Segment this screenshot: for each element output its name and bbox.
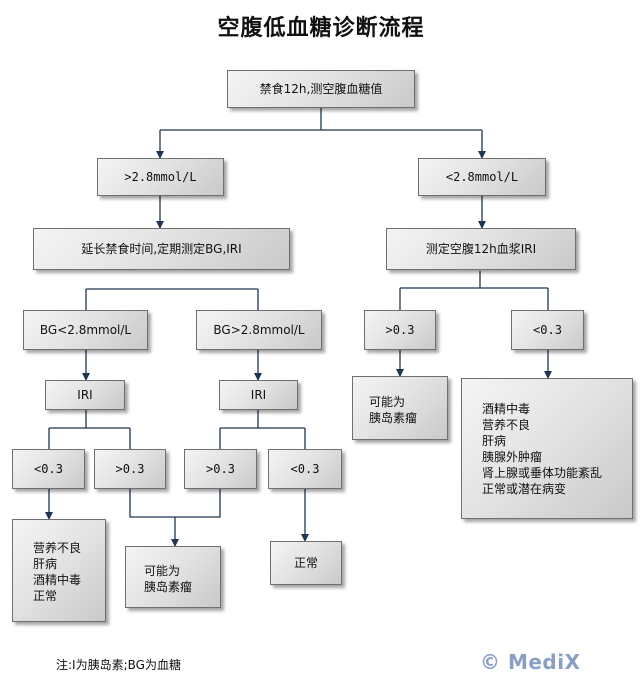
footnote: 注:I为胰岛素;BG为血糖 [56, 658, 181, 672]
box-fasting-test: 禁食12h,测空腹血糖值 [227, 70, 415, 108]
medix-logo: © MediX [480, 650, 581, 674]
edge-iri-left-split [49, 410, 130, 429]
box-rr-lt-0-3: <0.3 [268, 449, 342, 489]
edge-iri-right-split [220, 410, 305, 429]
box-normal: 正常 [270, 541, 342, 585]
box-ll-causes: 营养不良 肝病 酒精中毒 正常 [12, 519, 106, 622]
box-r-lt-0-3: <0.3 [511, 310, 584, 350]
box-iri-right: IRI [219, 380, 298, 410]
edge-merge-insulinoma [129, 489, 221, 546]
box-right-lt-2-8: <2.8mmol/L [418, 158, 546, 196]
box-iri-left: IRI [45, 380, 125, 410]
box-rl-gt-0-3: >0.3 [184, 449, 257, 489]
box-mid-insulinoma: 可能为 胰岛素瘤 [125, 546, 221, 608]
box-extend-fasting: 延长禁食时间,定期测定BG,IRI [33, 228, 290, 270]
box-ll-lt-0-3: <0.3 [12, 449, 85, 489]
edge-measure-split [400, 271, 548, 289]
box-measure-iri: 测定空腹12h血浆IRI [386, 228, 576, 270]
diagram-title: 空腹低血糖诊断流程 [217, 15, 425, 41]
box-r-causes: 酒精中毒 营养不良 肝病 胰腺外肿瘤 肾上腺或垂体功能紊乱 正常或潜在病变 [461, 378, 633, 519]
box-left-gt-2-8: >2.8mmol/L [97, 158, 224, 196]
box-r-gt-0-3: >0.3 [364, 310, 436, 350]
box-r-insulinoma: 可能为 胰岛素瘤 [352, 376, 448, 440]
box-bg-lt-2-8: BG<2.8mmol/L [23, 310, 148, 350]
box-lr-gt-0-3: >0.3 [94, 449, 166, 489]
edge-root-split [160, 108, 482, 131]
box-bg-gt-2-8: BG>2.8mmol/L [196, 310, 322, 350]
